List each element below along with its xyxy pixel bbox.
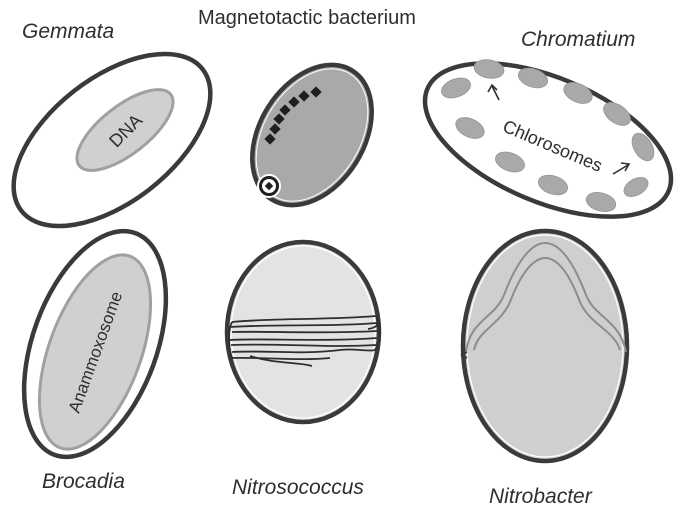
chromatium-label: Chromatium: [521, 28, 635, 51]
magnetotactic-cell: [228, 43, 397, 227]
gemmata-label: Gemmata: [22, 20, 114, 43]
brocadia-cell: Anammoxosome: [0, 212, 194, 476]
nitrosococcus-cell: [227, 242, 380, 422]
nitrobacter-cell: [462, 231, 627, 461]
brocadia-label: Brocadia: [42, 470, 125, 493]
nitrosococcus-label: Nitrosococcus: [232, 476, 364, 499]
gemmata-cell: DNA: [0, 20, 241, 259]
flagellar-pole-marker: [258, 175, 280, 197]
chromatium-cell: Chlorosomes: [403, 32, 676, 249]
magnetotactic-label: Magnetotactic bacterium: [198, 7, 416, 29]
nitrobacter-label: Nitrobacter: [489, 485, 593, 508]
